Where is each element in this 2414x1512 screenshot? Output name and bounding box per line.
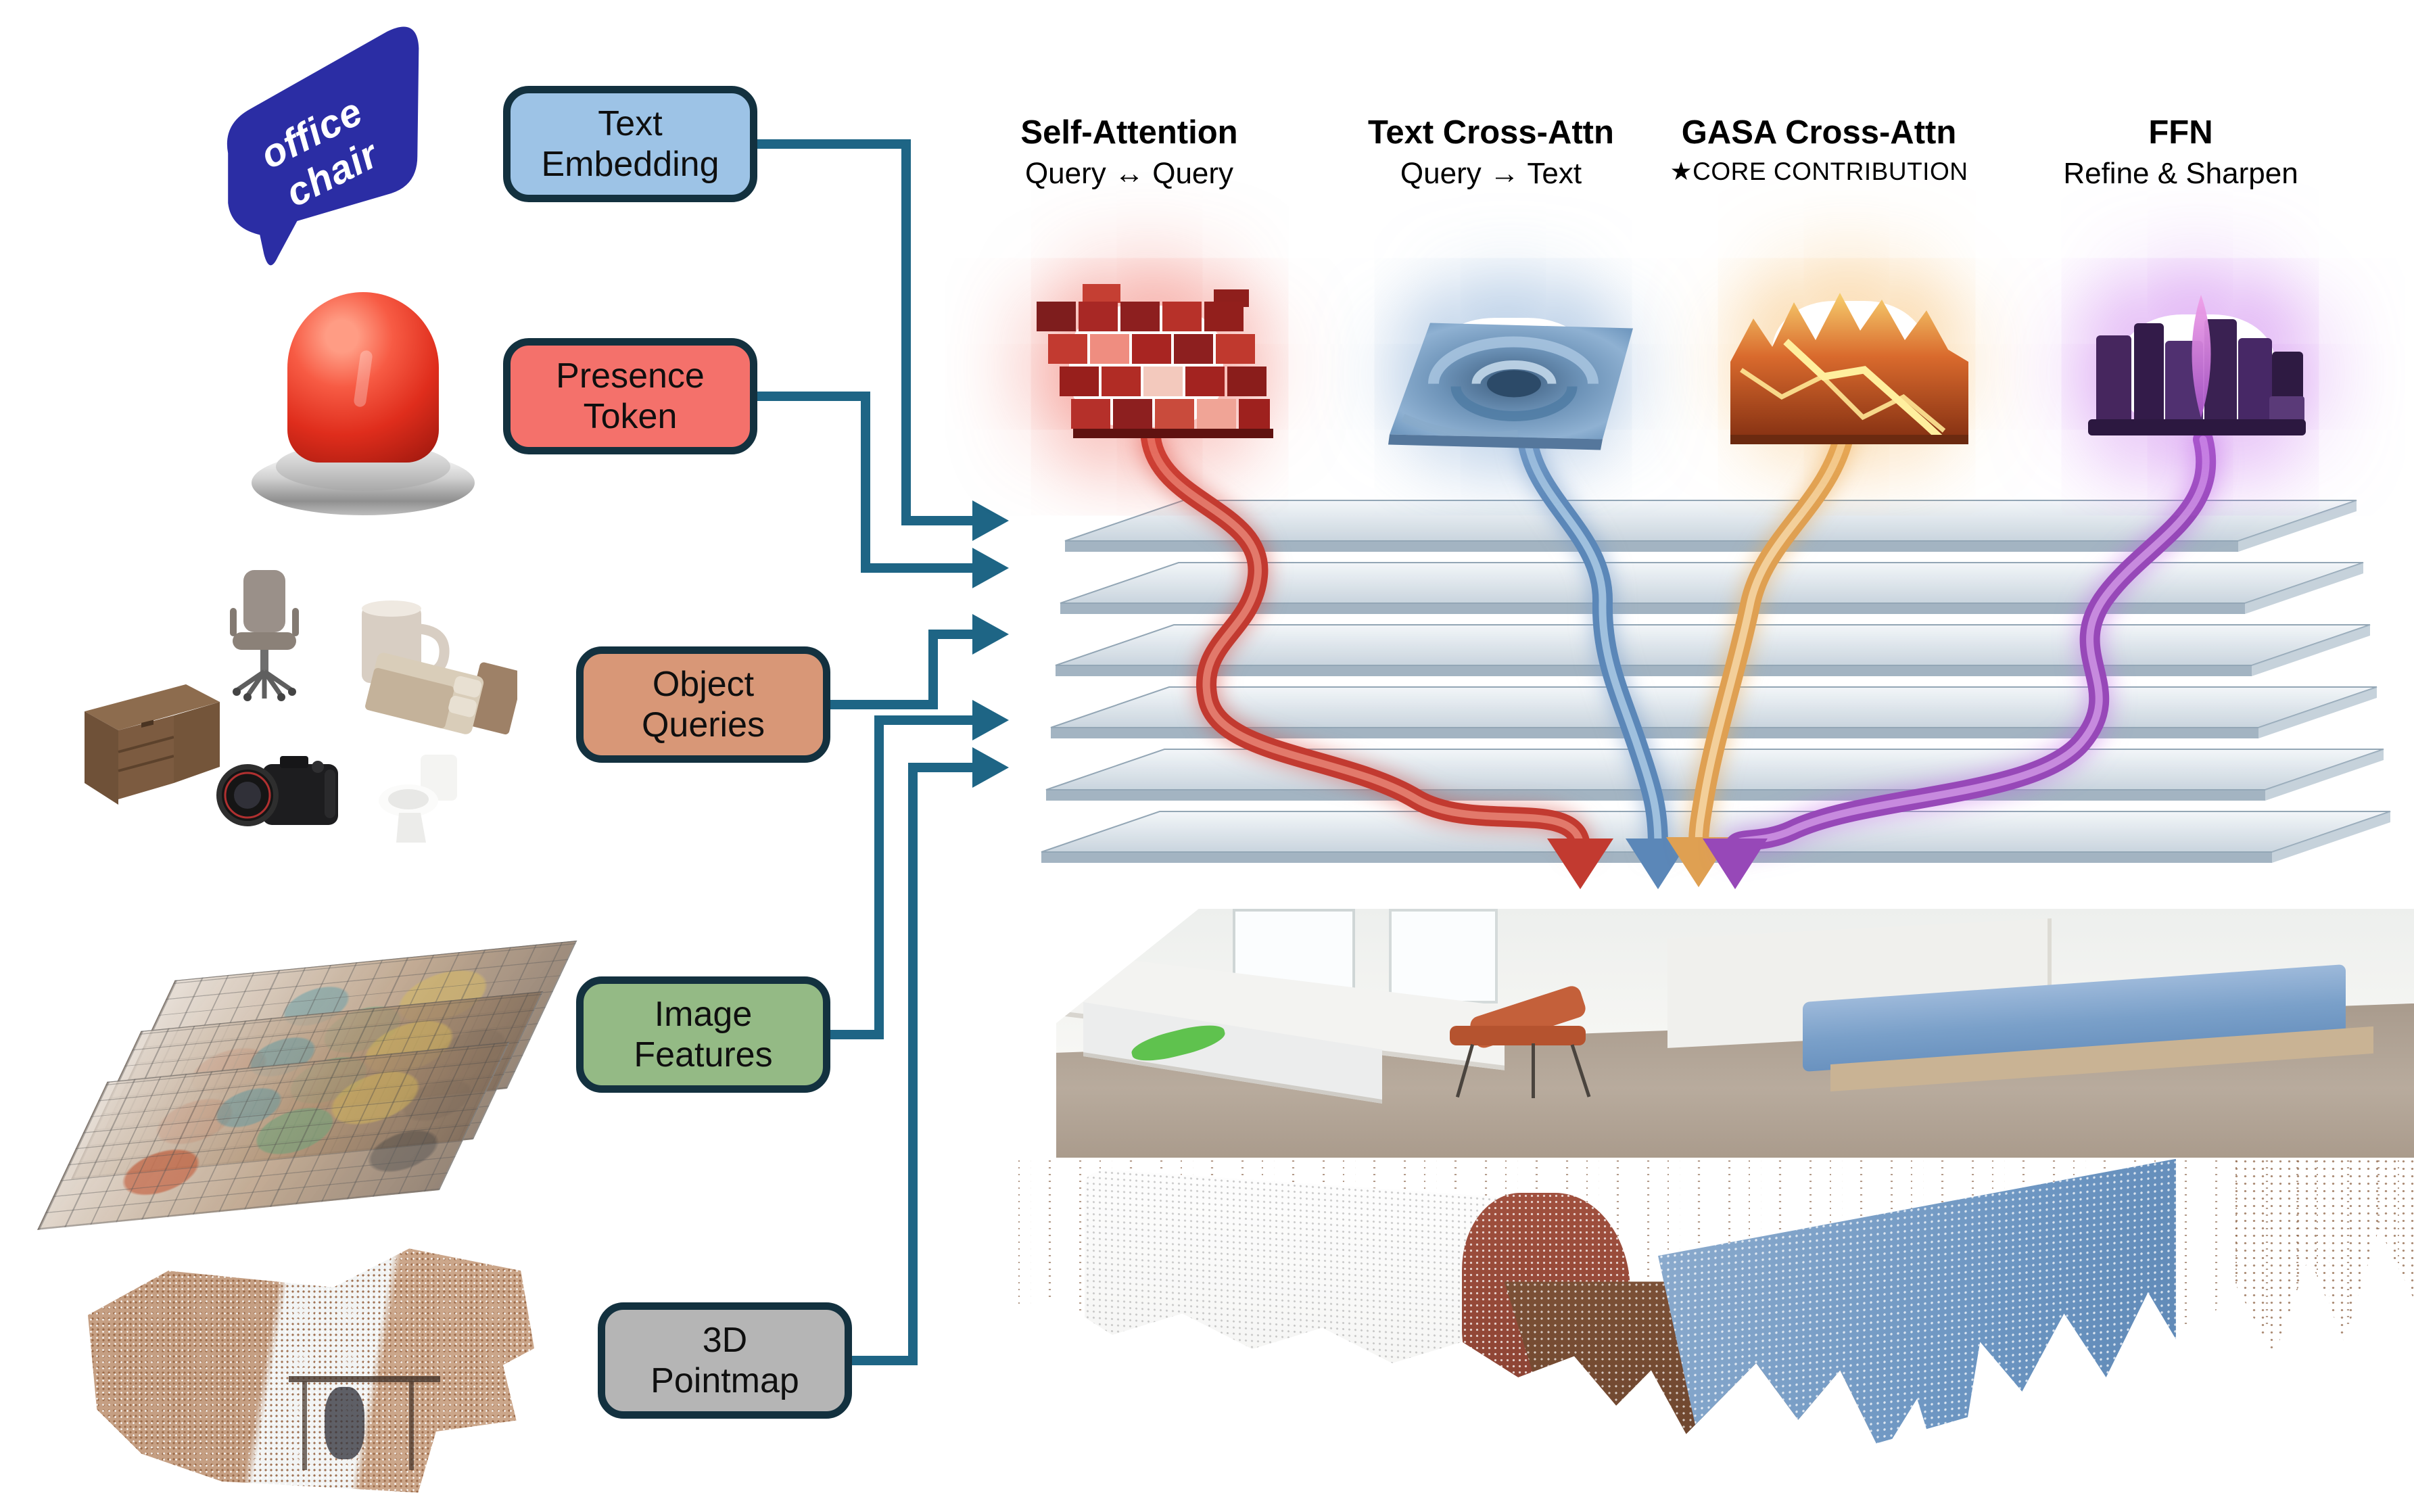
object-queries-box: Object Queries xyxy=(576,646,830,763)
decoder-layer-stack xyxy=(1041,500,2391,863)
text-cross-attn-title: Text Cross-Attn xyxy=(1368,114,1614,151)
self-attention-module-image xyxy=(1018,265,1275,468)
pointcloud-desk xyxy=(289,1376,441,1382)
ffn-subtitle: Refine & Sharpen xyxy=(2063,157,2298,190)
toilet-icon xyxy=(379,755,457,843)
image-features-connector xyxy=(830,715,974,1039)
text-prompt-bubble: office chair xyxy=(159,8,470,285)
self-attention-header: Self-Attention Query ↔ Query xyxy=(994,114,1264,191)
self-attention-title: Self-Attention xyxy=(1020,114,1238,151)
pointcloud-desk-leg xyxy=(302,1381,307,1471)
fiery-terrain xyxy=(1730,293,1968,435)
decoder-layer xyxy=(1050,686,2377,738)
gasa-cross-attn-subtitle: ★CORE CONTRIBUTION xyxy=(1670,158,1968,185)
object-queries-connector xyxy=(830,630,974,709)
gasa-cross-attn-header: GASA Cross-Attn ★CORE CONTRIBUTION xyxy=(1657,114,1981,186)
text-embedding-box: Text Embedding xyxy=(503,86,757,202)
text-cross-attn-subtitle: Query → Text xyxy=(1400,157,1582,190)
arrowhead xyxy=(972,747,1009,788)
presence-siren-icon xyxy=(252,292,475,515)
pointmap-box: 3D Pointmap xyxy=(598,1302,852,1419)
red-arrowhead xyxy=(1547,838,1613,889)
rgb-room-photo xyxy=(1056,909,2414,1158)
arrowhead xyxy=(972,700,1009,740)
ffn-header: FFN Refine & Sharpen xyxy=(2032,114,2329,191)
text-cross-attn-header: Text Cross-Attn Query → Text xyxy=(1342,114,1640,191)
arrowhead xyxy=(972,614,1009,655)
pointcloud-desk-leg xyxy=(409,1381,415,1471)
text-embedding-connector xyxy=(757,139,974,525)
camera-icon xyxy=(216,756,338,826)
ffn-module-image xyxy=(2069,276,2326,469)
gasa-cross-attn-module-image xyxy=(1721,260,1978,463)
bed-icon xyxy=(365,653,517,735)
gasa-cross-attn-title: GASA Cross-Attn xyxy=(1681,114,1957,151)
presence-token-connector xyxy=(757,392,974,573)
purple-flame xyxy=(2192,295,2211,418)
decoder-layer xyxy=(1064,500,2357,552)
object-set-image xyxy=(85,570,517,843)
arrowhead xyxy=(972,500,1009,541)
blue-arrowhead xyxy=(1626,838,1690,889)
text-cross-attn-module-image xyxy=(1376,281,1647,467)
image-features-box: Image Features xyxy=(576,976,830,1093)
orange-chair-seat xyxy=(1450,1025,1586,1046)
feature-plane xyxy=(37,1041,510,1230)
speech-bubble-icon xyxy=(227,26,419,266)
input-connectors xyxy=(757,139,1009,1365)
image-feature-maps-image xyxy=(37,896,577,1230)
arrowhead xyxy=(972,548,1009,588)
red-tile-mosaic xyxy=(1037,284,1273,438)
chair-leg xyxy=(1531,1043,1535,1098)
purple-arrowhead xyxy=(1703,838,1768,889)
desk-icon xyxy=(85,684,220,805)
office-chair-icon xyxy=(230,570,299,701)
lightning-streak xyxy=(1783,338,1947,445)
self-attention-subtitle: Query ↔ Query xyxy=(1024,157,1234,190)
ffn-title: FFN xyxy=(2148,114,2213,151)
decoder-layer xyxy=(1060,562,2364,614)
presence-token-box: Presence Token xyxy=(503,338,757,454)
siren-dome xyxy=(287,292,439,463)
blue-vortex xyxy=(1401,336,1599,440)
decoder-layer xyxy=(1055,624,2371,676)
module-ribbons xyxy=(1141,423,2217,889)
pointmap-connector xyxy=(851,763,974,1365)
pointcloud-chair xyxy=(324,1387,365,1459)
